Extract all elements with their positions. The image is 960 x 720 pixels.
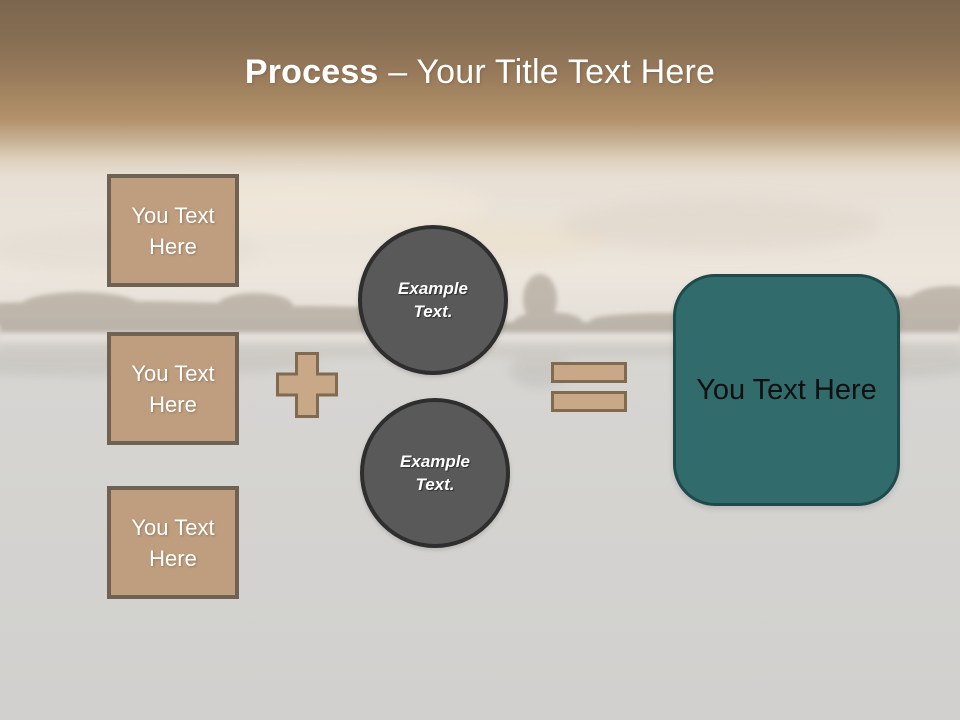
slide-title[interactable]: Process – Your Title Text Here	[0, 50, 960, 94]
example-circle-2-label: Example Text.	[400, 452, 470, 494]
example-circle-2[interactable]: Example Text.	[360, 398, 510, 548]
example-circle-1-label: Example Text.	[398, 279, 468, 321]
slide-title-keyword: Process	[244, 53, 379, 91]
input-box-3-label: You Text Here	[131, 514, 215, 571]
example-circle-1[interactable]: Example Text.	[358, 225, 508, 375]
result-box-label: You Text Here	[696, 373, 877, 406]
input-box-3[interactable]: You Text Here	[107, 486, 239, 599]
slide-title-rest: – Your Title Text Here	[388, 53, 716, 91]
equals-icon	[551, 362, 627, 383]
equals-icon	[551, 391, 627, 412]
input-box-2[interactable]: You Text Here	[107, 332, 239, 445]
result-box[interactable]: You Text Here	[673, 274, 900, 506]
input-box-2-label: You Text Here	[131, 360, 215, 417]
plus-icon	[276, 352, 338, 418]
input-box-1-label: You Text Here	[131, 202, 215, 259]
input-box-1[interactable]: You Text Here	[107, 174, 239, 287]
